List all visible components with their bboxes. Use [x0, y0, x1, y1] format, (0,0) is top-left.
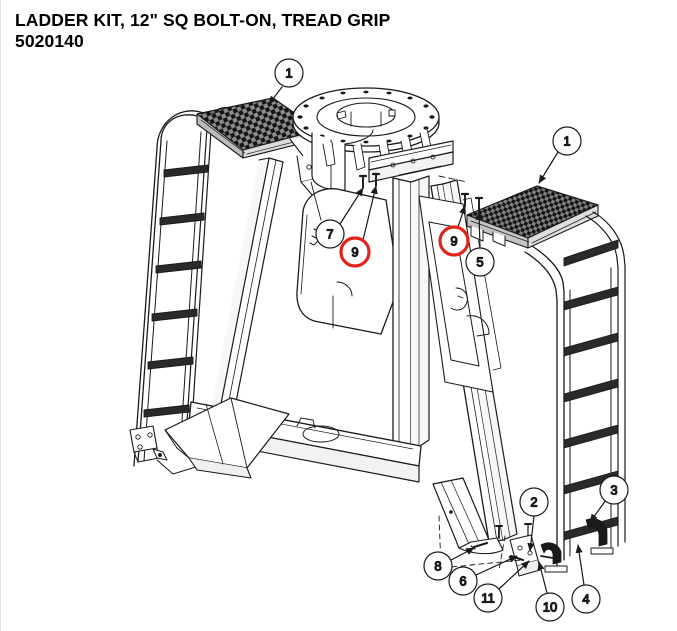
leader-line-3: [589, 499, 607, 523]
ladder-left-rungs: [143, 164, 209, 418]
tread-grip-platform-right: [466, 185, 599, 249]
page-title: LADDER KIT, 12" SQ BOLT-ON, TREAD GRIP: [15, 10, 391, 30]
callout-balloon-6[interactable]: 6: [448, 566, 478, 596]
callout-balloon-3[interactable]: 3: [599, 475, 629, 505]
balloon-circle: [519, 487, 549, 517]
balloon-circle: [552, 126, 582, 156]
balloon-label: 3: [610, 483, 617, 498]
callout-balloon-1[interactable]: 1: [274, 58, 304, 88]
ladder-left-lower-bracket: [129, 425, 200, 475]
balloon-label: 6: [459, 574, 466, 589]
leader-line-2: [527, 515, 535, 552]
balloon-circle: [339, 236, 371, 268]
balloon-circle: [423, 551, 453, 581]
callout-balloon-1[interactable]: 1: [552, 126, 582, 156]
callout-balloon-7[interactable]: 7: [315, 219, 345, 249]
balloon-circle: [599, 475, 629, 505]
leader-line-1: [538, 151, 559, 184]
balloon-circle: [448, 566, 478, 596]
callout-balloon-2[interactable]: 2: [519, 487, 549, 517]
balloon-label: 1: [563, 134, 570, 149]
balloon-circle: [571, 584, 601, 614]
leader-line-4: [575, 544, 585, 586]
callout-balloon-11[interactable]: 11: [473, 583, 503, 613]
balloon-label: 4: [582, 592, 589, 607]
balloon-circle: [315, 219, 345, 249]
balloon-label: 8: [434, 559, 441, 574]
ladder-right: [524, 211, 626, 567]
balloon-circle: [274, 58, 304, 88]
balloon-label: 10: [543, 600, 557, 615]
balloon-label: 9: [351, 245, 358, 260]
callout-balloon-5[interactable]: 5: [465, 247, 495, 277]
leader-line-8: [450, 547, 475, 561]
leader-line-1: [268, 86, 283, 105]
top-fasteners: [310, 172, 484, 221]
title-block: LADDER KIT, 12" SQ BOLT-ON, TREAD GRIP 5…: [15, 10, 615, 51]
callout-balloon-8[interactable]: 8: [423, 551, 453, 581]
part-number: 5020140: [15, 30, 84, 51]
balloon-label: 11: [481, 591, 495, 606]
leader-line-6: [475, 555, 518, 576]
ladder-left: [129, 107, 234, 475]
callout-leaders: [268, 86, 607, 594]
callout-balloon-9[interactable]: 9: [438, 225, 470, 257]
balloon-label: 1: [285, 66, 292, 81]
leader-line-5: [475, 211, 483, 249]
balloon-label: 7: [326, 227, 333, 242]
balloon-circle: [465, 247, 495, 277]
balloon-label: 9: [450, 234, 457, 249]
leader-line-10: [537, 561, 548, 594]
leader-line-9: [457, 205, 466, 228]
callout-balloon-9[interactable]: 9: [339, 236, 371, 268]
balloon-label: 2: [530, 495, 537, 510]
turntable-bearing-ring: [292, 87, 440, 153]
leader-line-9: [362, 185, 378, 241]
machine-frame-body: [164, 128, 518, 555]
balloon-circle: [535, 592, 565, 622]
balloon-circle: [473, 583, 503, 613]
balloon-circle: [438, 225, 470, 257]
balloon-label: 5: [476, 255, 483, 270]
callout-balloon-10[interactable]: 10: [535, 592, 565, 622]
leader-line-7: [339, 187, 364, 225]
leader-line-11: [498, 560, 530, 590]
callout-balloon-4[interactable]: 4: [571, 584, 601, 614]
ladder-right-rungs: [563, 239, 619, 541]
